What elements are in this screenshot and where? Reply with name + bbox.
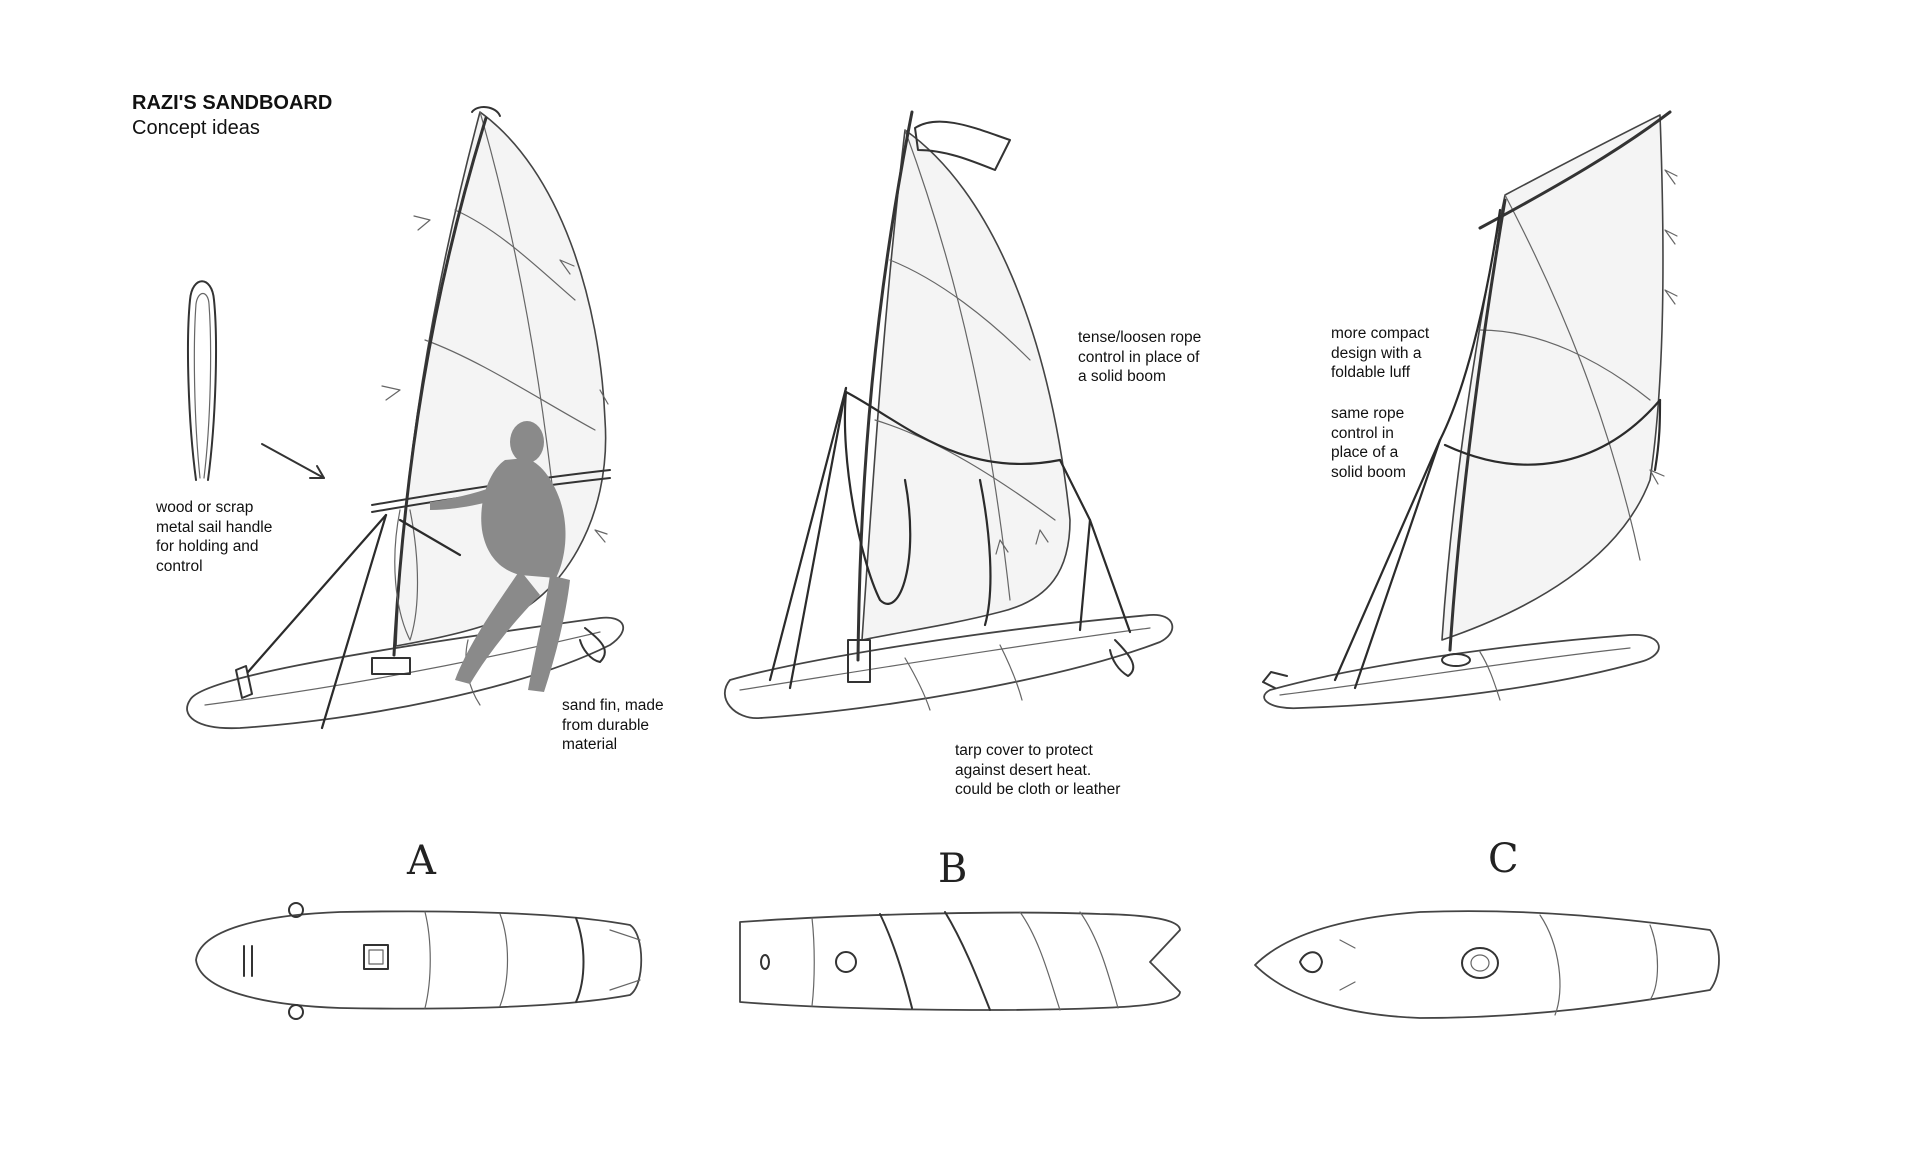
rider-silhouette [430,421,570,692]
sketch-c-perspective [1262,110,1678,710]
board-top-view-b [739,911,1181,1011]
note-rope-control: tense/loosen rope control in place of a … [1078,329,1202,385]
page-title: RAZI'S SANDBOARD [132,92,333,114]
note-same-rope: same rope control in place of a solid bo… [1331,405,1406,481]
board-top-view-a [195,902,643,1020]
page-subtitle: Concept ideas [132,117,260,139]
note-compact-design: more compact design with a foldable luff [1331,325,1430,381]
note-handle: wood or scrap metal sail handle for hold… [156,499,273,575]
variant-label-c: C [1488,836,1519,882]
note-sand-fin: sand fin, made from durable material [562,697,664,753]
variant-label-a: A [407,838,436,884]
sketch-a-perspective [186,106,625,730]
note-tarp-cover: tarp cover to protect against desert hea… [955,742,1121,798]
board-top-view-c [1254,910,1720,1019]
variant-label-b: B [938,846,968,892]
sketch-b-perspective [723,110,1174,719]
